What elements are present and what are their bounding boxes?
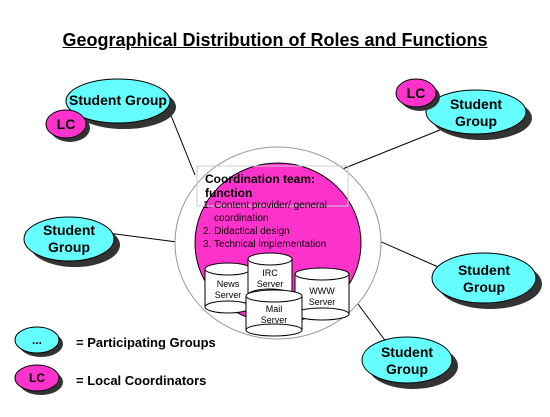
lc-badge-shapes [45, 78, 440, 142]
legend-symbols [14, 326, 63, 395]
server-cylinders [204, 252, 350, 337]
coordination-frame [196, 165, 349, 207]
student-group-label: Student Group [457, 262, 511, 295]
line-bottom-right [354, 299, 388, 344]
mail-server-label: Mail Server [260, 304, 288, 325]
irc-server-label: IRC Server [256, 268, 284, 289]
www-server-label: WWW Server [308, 286, 336, 307]
www-server-cylinder [294, 267, 350, 321]
line-top-left [167, 107, 196, 176]
sg-top-left-ellipse [65, 78, 171, 124]
lc-top-left-ellipse [45, 109, 87, 139]
legend-group-symbol: ... [31, 333, 42, 347]
sg-left-ellipse [23, 216, 115, 262]
mail-server-cylinder [245, 289, 303, 337]
sg-right-ellipse [431, 252, 537, 304]
legend-lc-symbol: LC [29, 371, 45, 385]
student-group-label: Student Group [380, 344, 434, 377]
coordination-item: 1. Content provider/ general coordinatio… [203, 200, 327, 224]
coordination-item: 2. Didactical design [203, 226, 290, 237]
legend-participating-label: = Participating Groups [76, 335, 216, 350]
diagram-title: Geographical Distribution of Roles and F… [62, 30, 488, 50]
lc-badge-label: LC [406, 85, 426, 101]
sg-bottom-right-ellipse [361, 336, 453, 384]
coordination-item: 3. Technical implementation [203, 239, 327, 250]
legend-group-ellipse [14, 326, 60, 354]
legend-lc-ellipse [14, 364, 60, 392]
news-server-label: News Server [214, 279, 242, 300]
student-group-shapes [23, 78, 542, 389]
sg-top-right-ellipse [425, 89, 527, 135]
student-group-label: Student Group [69, 92, 167, 108]
coordination-function-list: 1. Content provider/ general coordinatio… [203, 199, 363, 251]
lc-badge-label: LC [56, 116, 76, 132]
line-top-right [339, 129, 441, 171]
student-group-label: Student Group [42, 222, 96, 255]
lc-top-right-ellipse [395, 78, 437, 108]
news-server-cylinder [204, 262, 252, 314]
student-group-label: Student Group [449, 96, 503, 129]
coordination-title: Coordination team: function [205, 172, 315, 200]
legend-local-label: = Local Coordinators [76, 373, 207, 388]
